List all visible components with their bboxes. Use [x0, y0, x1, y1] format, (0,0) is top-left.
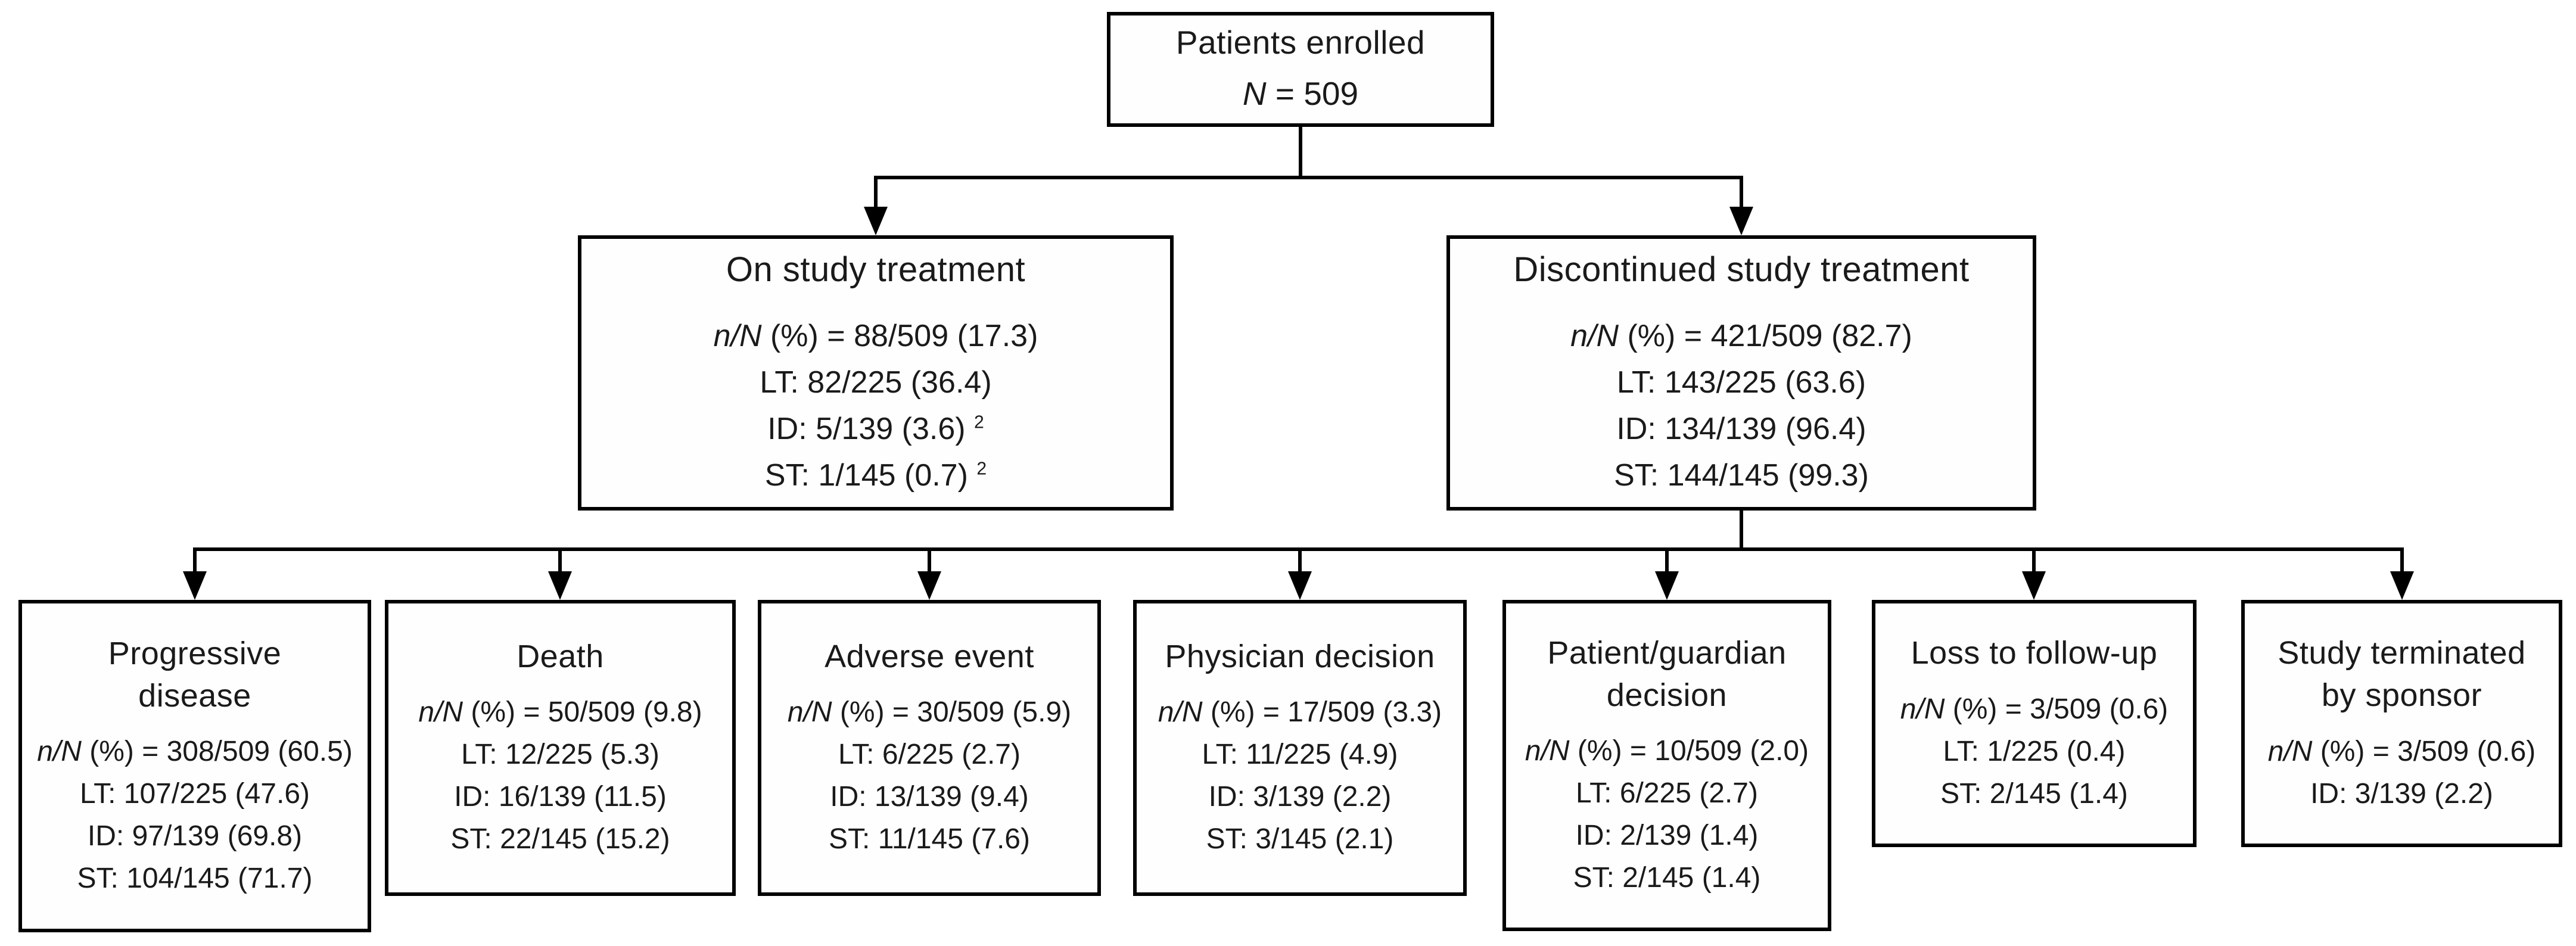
box-discontinued-study-treatment: Discontinued study treatment n/N (%) = 4… [1446, 235, 2036, 511]
box-adverse-event: Adverse event n/N (%) = 30/509 (5.9) LT: … [758, 600, 1101, 896]
stat-lines: n/N (%) = 10/509 (2.0) LT: 6/225 (2.7) ID:… [1525, 730, 1809, 899]
connector-discontinued-stem [1740, 509, 1743, 551]
stat-line: ID: 97/139 (69.8) [87, 820, 303, 852]
stat-line: ID: 134/139 (96.4) [1616, 412, 1866, 447]
enrollment-count: N = 509 [1242, 74, 1359, 112]
stat-line: n/N (%) = 421/509 (82.7) [1570, 319, 1912, 354]
stat-line: n/N (%) = 30/509 (5.9) [787, 696, 1072, 729]
connector-drop-death [558, 547, 562, 576]
stat-line: ST: 3/145 (2.1) [1206, 823, 1394, 855]
stat-lines: n/N (%) = 308/509 (60.5) LT: 107/225 (47.… [37, 730, 353, 900]
connector-drop-physician-decision [1298, 547, 1302, 576]
box-patients-enrolled: Patients enrolled N = 509 [1107, 12, 1494, 127]
arrow-physician-decision-icon [1288, 571, 1312, 600]
stat-lines: n/N (%) = 88/509 (17.3) LT: 82/225 (36.4)… [714, 313, 1038, 499]
connector-root-stem [1299, 126, 1302, 179]
connector-drop-patient-guardian [1665, 547, 1669, 576]
stat-lines: n/N (%) = 30/509 (5.9) LT: 6/225 (2.7) ID:… [788, 691, 1071, 860]
stat-line: n/N (%) = 10/509 (2.0) [1525, 735, 1809, 767]
connector-drop-loss-to-follow-up [2032, 547, 2036, 576]
stat-lines: n/N (%) = 50/509 (9.8) LT: 12/225 (5.3) ID… [418, 691, 702, 860]
stat-line: n/N (%) = 17/509 (3.3) [1158, 696, 1442, 729]
stat-line: LT: 143/225 (63.6) [1616, 365, 1866, 400]
stat-line: LT: 1/225 (0.4) [1943, 735, 2126, 767]
stat-line: LT: 11/225 (4.9) [1202, 739, 1398, 771]
stat-line: LT: 82/225 (36.4) [760, 365, 992, 400]
box-title: Discontinued study treatment [1513, 250, 1970, 289]
box-title: Loss to follow-up [1911, 635, 2158, 671]
arrow-discontinued-icon [1729, 207, 1753, 235]
stat-line: LT: 12/225 (5.3) [461, 739, 659, 771]
stat-lines: n/N (%) = 421/509 (82.7) LT: 143/225 (63.… [1570, 313, 1912, 499]
stat-line: ID: 3/139 (2.2) [1208, 781, 1392, 813]
stat-line: ST: 22/145 (15.2) [450, 823, 670, 855]
stat-line: ID: 16/139 (11.5) [454, 781, 667, 813]
connector-drop-progressive-disease [193, 547, 197, 576]
stat-line: ST: 104/145 (71.7) [77, 863, 313, 895]
stat-line: n/N (%) = 50/509 (9.8) [418, 696, 702, 729]
stat-lines: n/N (%) = 3/509 (0.6) ID: 3/139 (2.2) [2268, 730, 2536, 815]
connector-drop-study-terminated [2400, 547, 2404, 576]
stat-line: n/N (%) = 308/509 (60.5) [37, 736, 353, 768]
connector-drop-adverse-event [928, 547, 931, 576]
box-loss-to-follow-up: Loss to follow-up n/N (%) = 3/509 (0.6) L… [1872, 600, 2197, 847]
arrow-progressive-disease-icon [183, 571, 207, 600]
box-title: Patients enrolled [1175, 24, 1426, 61]
connector-drop-discontinued [1740, 176, 1743, 210]
arrow-on-treatment-icon [864, 207, 888, 235]
stat-line: ID: 13/139 (9.4) [830, 781, 1029, 813]
stat-line: ST: 2/145 (1.4) [1573, 862, 1761, 894]
stat-lines: n/N (%) = 3/509 (0.6) LT: 1/225 (0.4) ST: … [1900, 688, 2169, 815]
box-physician-decision: Physician decision n/N (%) = 17/509 (3.3… [1133, 600, 1467, 896]
box-on-study-treatment: On study treatment n/N (%) = 88/509 (17.… [578, 235, 1174, 511]
stat-line: ID: 3/139 (2.2) [2310, 777, 2493, 810]
stat-line: LT: 107/225 (47.6) [79, 778, 310, 810]
stat-line: ST: 11/145 (7.6) [829, 823, 1030, 855]
stat-line: ST: 144/145 (99.3) [1614, 458, 1869, 493]
arrow-study-terminated-icon [2390, 571, 2414, 600]
arrow-loss-to-follow-up-icon [2022, 571, 2046, 600]
stat-line: n/N (%) = 3/509 (0.6) [2267, 735, 2536, 767]
stat-line: LT: 6/225 (2.7) [838, 739, 1021, 771]
stat-line: ID: 2/139 (1.4) [1575, 820, 1759, 852]
stat-line: n/N (%) = 3/509 (0.6) [1900, 693, 2169, 725]
stat-line: LT: 6/225 (2.7) [1576, 777, 1758, 810]
stat-line: ST: 2/145 (1.4) [1940, 777, 2128, 810]
box-title: Adverse event [825, 638, 1034, 674]
box-title: Physician decision [1165, 638, 1435, 674]
stat-line: ID: 5/139 (3.6) 2 [767, 412, 984, 447]
arrow-adverse-event-icon [917, 571, 941, 600]
stat-line: ST: 1/145 (0.7) 2 [764, 458, 987, 493]
box-title: On study treatment [726, 250, 1026, 289]
connector-drop-on-treatment [874, 176, 878, 210]
box-title: Death [517, 638, 604, 674]
connector-level2-rail [874, 176, 1743, 179]
stat-lines: n/N (%) = 17/509 (3.3) LT: 11/225 (4.9) ID… [1158, 691, 1442, 860]
arrow-patient-guardian-icon [1655, 571, 1679, 600]
box-death: Death n/N (%) = 50/509 (9.8) LT: 12/225 (… [385, 600, 736, 896]
arrow-death-icon [548, 571, 572, 600]
stat-line: n/N (%) = 88/509 (17.3) [713, 319, 1038, 354]
